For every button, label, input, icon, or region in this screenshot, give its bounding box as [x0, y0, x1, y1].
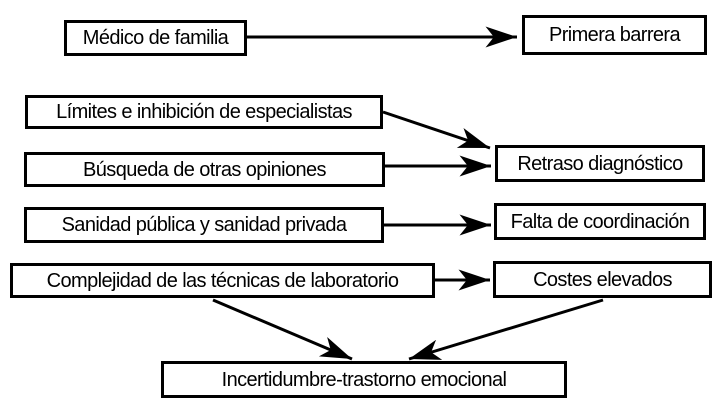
edge-costes-incertidumbre	[408, 298, 604, 361]
node-incertidumbre-trastorno-emocional: Incertidumbre-trastorno emocional	[161, 361, 567, 398]
node-costes-elevados: Costes elevados	[493, 261, 712, 298]
node-falta-de-coordinacion: Falta de coordinación	[494, 203, 706, 240]
edge-complejidad-incertidumbre	[212, 298, 353, 361]
node-medico-de-familia: Médico de familia	[64, 20, 247, 56]
node-complejidad-tecnicas-laboratorio: Complejidad de las técnicas de laborator…	[10, 263, 435, 298]
node-retraso-diagnostico: Retraso diagnóstico	[495, 145, 705, 182]
node-limites-inhibicion-especialistas: Límites e inhibición de especialistas	[25, 95, 383, 129]
node-primera-barrera: Primera barrera	[522, 15, 707, 55]
edge-limites-retraso	[382, 110, 491, 150]
node-busqueda-otras-opiniones: Búsqueda de otras opiniones	[24, 152, 385, 187]
node-sanidad-publica-privada: Sanidad pública y sanidad privada	[24, 207, 384, 243]
